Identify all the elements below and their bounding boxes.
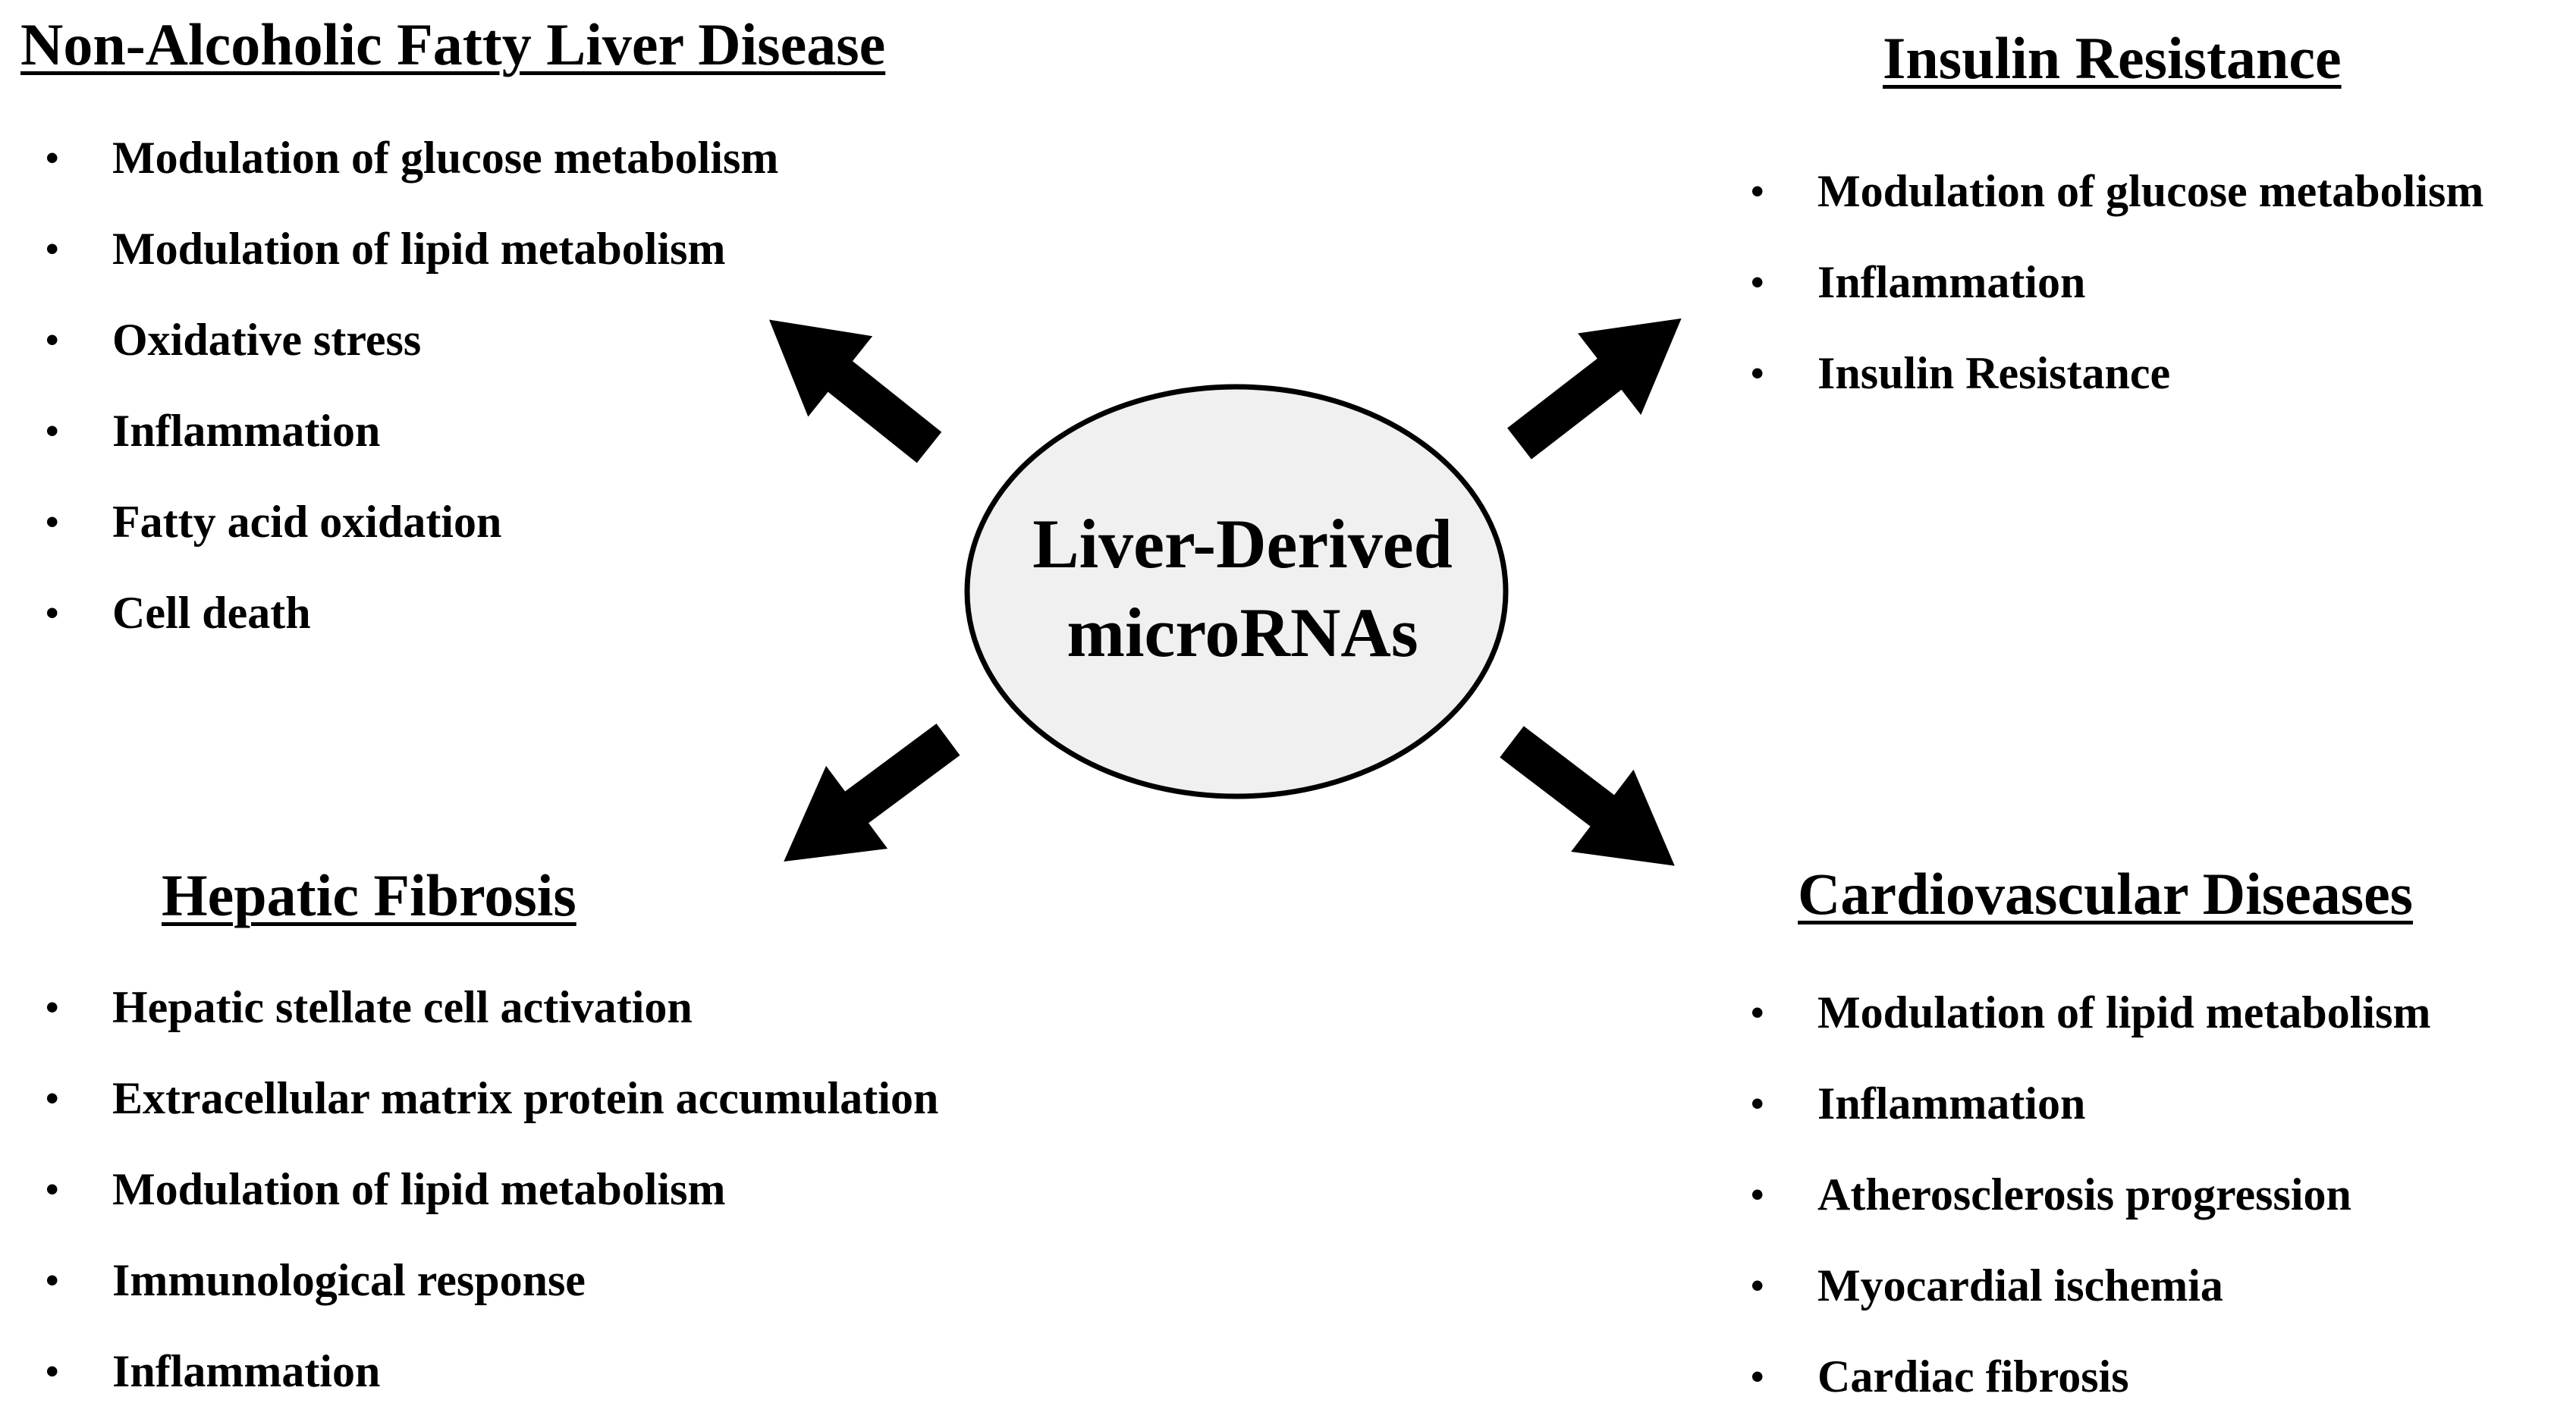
bullet-icon: • <box>46 501 59 543</box>
bullet-icon: • <box>46 137 59 179</box>
list-item-label: Immunological response <box>112 1255 586 1305</box>
arrow-to-cardiovascular <box>1480 700 1706 907</box>
bullet-icon: • <box>1751 1264 1764 1307</box>
bullet-icon: • <box>46 1350 59 1392</box>
bullet-icon: • <box>46 228 59 270</box>
list-item-label: Modulation of lipid metabolism <box>112 1164 726 1214</box>
list-item-label: Extracellular matrix protein accumulatio… <box>112 1073 939 1123</box>
list-item-label: Modulation of lipid metabolism <box>1817 987 2431 1037</box>
bullet-icon: • <box>46 410 59 452</box>
list-item-label: Modulation of glucose metabolism <box>112 133 779 183</box>
list-item-label: Myocardial ischemia <box>1817 1260 2223 1311</box>
bullet-icon: • <box>1751 261 1764 303</box>
list-item-label: Fatty acid oxidation <box>112 497 502 547</box>
bullet-icon: • <box>46 1259 59 1301</box>
bullet-icon: • <box>1751 1082 1764 1125</box>
list-item-label: Modulation of glucose metabolism <box>1817 166 2484 216</box>
bullet-icon: • <box>1751 1173 1764 1216</box>
bullet-icon: • <box>46 592 59 634</box>
arrow-to-nafld <box>737 279 962 488</box>
bullet-icon: • <box>46 986 59 1028</box>
list-item-label: Atherosclerosis progression <box>1817 1169 2351 1220</box>
list-item-label: Cardiac fibrosis <box>1817 1351 2129 1402</box>
arrow-to-insulin-resistance <box>1487 278 1714 485</box>
bullet-icon: • <box>46 1168 59 1210</box>
center-label-line1: Liver-Derived <box>1032 505 1452 582</box>
bullet-icon: • <box>46 319 59 361</box>
list-item-label: Oxidative stress <box>112 315 422 365</box>
list-item-label: Inflammation <box>1817 1078 2086 1128</box>
bullet-icon: • <box>1751 352 1764 394</box>
bullet-icon: • <box>1751 1355 1764 1398</box>
list-item-label: Hepatic stellate cell activation <box>112 982 693 1032</box>
bullet-icon: • <box>1751 991 1764 1034</box>
insulin-heading: Insulin Resistance <box>1883 25 2342 91</box>
list-item-label: Inflammation <box>112 1346 381 1396</box>
cardio-heading: Cardiovascular Diseases <box>1798 861 2414 927</box>
list-item-label: Inflammation <box>112 406 381 456</box>
nafld-heading: Non-Alcoholic Fatty Liver Disease <box>20 11 886 77</box>
center-label-line2: microRNAs <box>1067 594 1418 671</box>
arrow-to-hepatic-fibrosis <box>752 698 979 903</box>
list-item-label: Modulation of lipid metabolism <box>112 224 726 274</box>
list-item-label: Inflammation <box>1817 257 2086 307</box>
bullet-icon: • <box>1751 170 1764 212</box>
list-item-label: Cell death <box>112 588 311 638</box>
center-ellipse <box>964 384 1509 799</box>
bullet-icon: • <box>46 1077 59 1119</box>
list-item-label: Insulin Resistance <box>1817 348 2171 398</box>
fibrosis-heading: Hepatic Fibrosis <box>162 862 576 928</box>
